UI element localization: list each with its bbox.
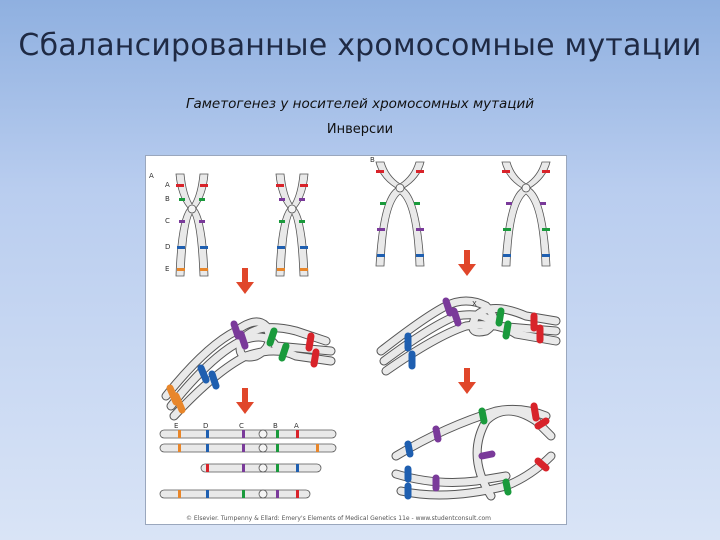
- gene-label-a: A: [165, 181, 170, 189]
- inversion-diagram: A B A B C D E: [146, 156, 566, 524]
- gene-label-c: C: [165, 217, 170, 225]
- arrow-down-icon: [236, 268, 254, 294]
- gene-label-d: D: [165, 243, 170, 251]
- panel-b-label: B: [370, 156, 375, 164]
- slide-subsubtitle: Инверсии: [0, 122, 720, 137]
- product-label-e: E: [174, 422, 178, 430]
- slide-title: Сбалансированные хромосомные мутации: [0, 28, 720, 63]
- inversion-figure: A B A B C D E: [145, 155, 567, 525]
- crossover-mark: X: [472, 300, 477, 308]
- product-label-d: D: [203, 422, 208, 430]
- slide-subtitle: Гаметогенез у носителей хромосомных мута…: [0, 96, 720, 112]
- panel-a-label: A: [149, 172, 154, 180]
- panel-b-inversion-loop: [381, 301, 556, 371]
- panel-a-chromosome-right: [276, 174, 308, 276]
- figure-credit: © Elsevier. Turnpenny & Ellard: Emery's …: [186, 515, 491, 522]
- panel-b-chromosome-left: [376, 162, 424, 266]
- arrow-down-icon-2: [236, 388, 254, 414]
- product-2: [160, 444, 336, 452]
- product-4: [160, 490, 310, 498]
- product-1: [160, 430, 336, 438]
- product-label-b: B: [273, 422, 278, 430]
- arrow-down-icon-4: [458, 368, 476, 394]
- panel-a-products: E D C B A: [160, 422, 336, 498]
- arrow-down-icon-3: [458, 250, 476, 276]
- panel-a-chromosome-left: A B C D E: [165, 174, 208, 276]
- gene-label-b: B: [165, 195, 170, 203]
- gene-label-e: E: [165, 265, 169, 273]
- product-label-a: A: [294, 422, 299, 430]
- product-label-c: C: [239, 422, 244, 430]
- panel-b-chromosome-right: [502, 162, 550, 266]
- panel-a-inversion-loop: [166, 322, 331, 416]
- product-3: [201, 464, 321, 472]
- panel-b-products: [396, 406, 551, 496]
